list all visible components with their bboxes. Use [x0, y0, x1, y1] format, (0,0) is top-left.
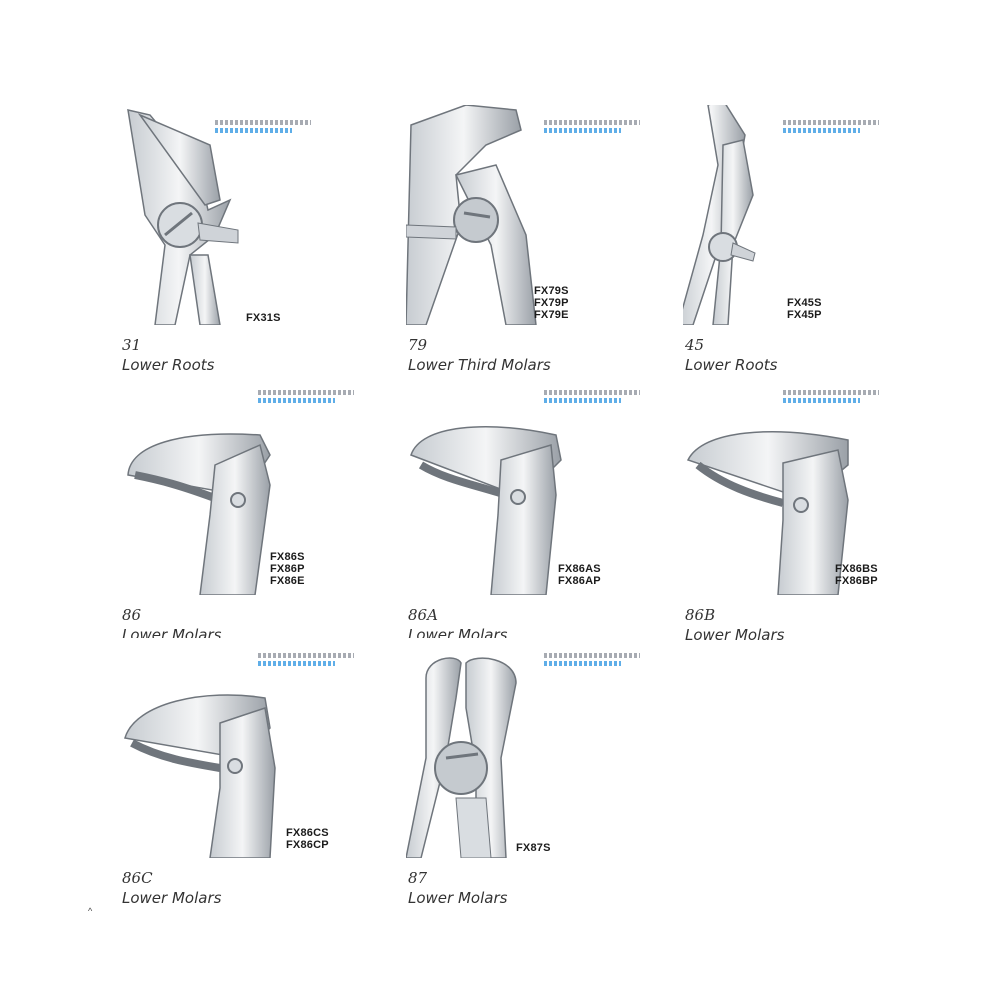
product-description: Lower Roots [122, 356, 215, 374]
product-code: FX45P [787, 309, 822, 321]
forceps-image-icon [406, 657, 517, 858]
product-description: Lower Molars [408, 889, 508, 907]
product-number: 79 [408, 336, 428, 354]
watermark [544, 387, 640, 409]
forceps-image-icon [127, 109, 239, 325]
forceps-image-icon [686, 431, 849, 595]
product-codes: FX87S [516, 842, 551, 854]
product-86c: FX86CS FX86CP 86C Lower Molars [120, 638, 380, 907]
watermark [258, 387, 354, 409]
product-description: Lower Molars [685, 626, 785, 644]
product-code: FX86BP [835, 575, 878, 587]
watermark [783, 387, 879, 409]
forceps-31-image [120, 105, 320, 325]
product-31: FX31S 31 Lower Roots [120, 105, 380, 374]
product-codes: FX86CS FX86CP [286, 827, 329, 851]
product-code: FX86E [270, 575, 305, 587]
forceps-image-icon [124, 694, 276, 858]
product-code: FX86BS [835, 563, 878, 575]
product-86: FX86S FX86P FX86E 86 Lower Molars [120, 375, 380, 644]
forceps-86-image [120, 375, 320, 595]
product-codes: FX45S FX45P [787, 297, 822, 321]
forceps-45-image [683, 105, 883, 325]
product-number: 87 [408, 869, 428, 887]
forceps-86b-image [683, 375, 883, 595]
product-code: FX86AS [558, 563, 601, 575]
watermark [544, 650, 640, 672]
product-number: 31 [122, 336, 142, 354]
product-code: FX87S [516, 842, 551, 854]
product-code: FX86CP [286, 839, 329, 851]
product-code: FX45S [787, 297, 822, 309]
product-codes: FX86BS FX86BP [835, 563, 878, 587]
watermark [544, 117, 640, 139]
forceps-86c-image [120, 638, 320, 858]
product-79: FX79S FX79P FX79E 79 Lower Third Molars [406, 105, 666, 374]
product-codes: FX86AS FX86AP [558, 563, 601, 587]
forceps-image-icon [406, 105, 537, 325]
product-code: FX86P [270, 563, 305, 575]
product-number: 86B [685, 606, 716, 624]
product-code: FX79E [534, 309, 569, 321]
product-86a: FX86AS FX86AP 86A Lower Molars [406, 375, 666, 644]
product-code: FX86AP [558, 575, 601, 587]
watermark [783, 117, 879, 139]
product-number: 86C [122, 869, 153, 887]
product-number: 45 [685, 336, 705, 354]
product-45: FX45S FX45P 45 Lower Roots [683, 105, 943, 374]
forceps-87-image [406, 638, 606, 858]
page-corner-mark: ^ [88, 906, 93, 916]
forceps-86a-image [406, 375, 606, 595]
product-number: 86A [408, 606, 438, 624]
forceps-image-icon [410, 426, 562, 595]
product-87: FX87S 87 Lower Molars [406, 638, 666, 907]
product-codes: FX86S FX86P FX86E [270, 551, 305, 587]
watermark [258, 650, 354, 672]
product-number: 86 [122, 606, 142, 624]
product-code: FX86CS [286, 827, 329, 839]
product-code: FX86S [270, 551, 305, 563]
forceps-image-icon [683, 105, 756, 325]
watermark [215, 117, 311, 139]
product-description: Lower Third Molars [408, 356, 551, 374]
product-codes: FX31S [246, 312, 281, 324]
product-code: FX79S [534, 285, 569, 297]
product-code: FX31S [246, 312, 281, 324]
product-description: Lower Roots [685, 356, 778, 374]
forceps-79-image [406, 105, 606, 325]
product-codes: FX79S FX79P FX79E [534, 285, 569, 321]
product-description: Lower Molars [122, 889, 222, 907]
product-86b: FX86BS FX86BP 86B Lower Molars [683, 375, 943, 644]
product-code: FX79P [534, 297, 569, 309]
forceps-image-icon [127, 433, 271, 595]
